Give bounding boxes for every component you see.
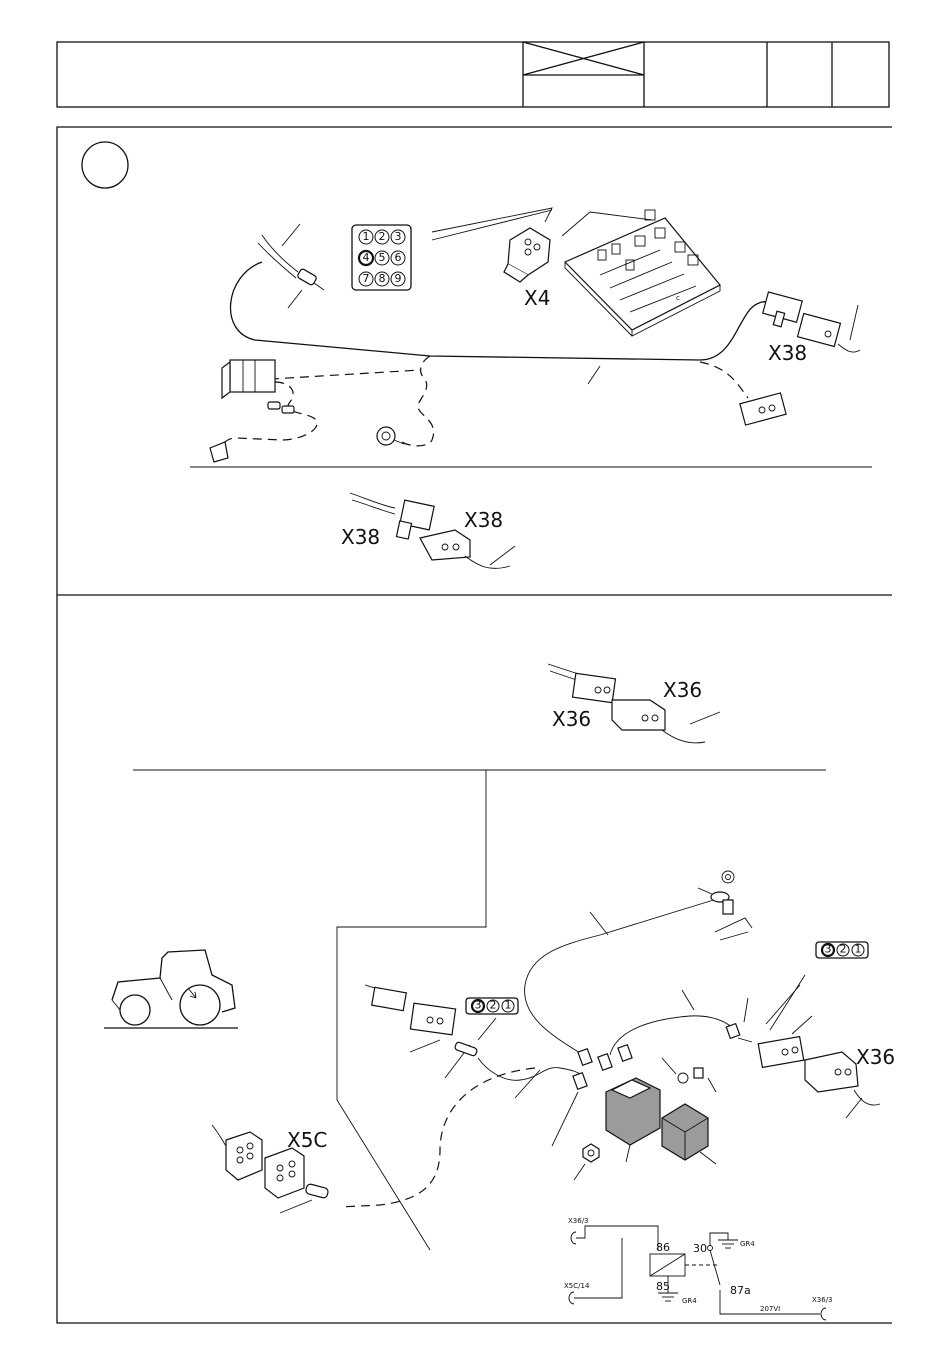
spade-terminal (210, 442, 228, 462)
fuse-holder (222, 360, 275, 398)
schem-wire-code: 207VI (760, 1305, 780, 1313)
schem-gr4-bottom: GR4 (682, 1297, 697, 1305)
pin-number: 6 (395, 251, 402, 264)
x38-detail-right-label: X38 (464, 508, 503, 532)
schem-x5c-14: X5C/14 (564, 1282, 590, 1290)
pin-number: 7 (363, 272, 370, 285)
x36-lower-connectors: X36 (726, 975, 895, 1118)
ring-terminal (377, 427, 404, 445)
schem-term-87a: 87a (730, 1284, 751, 1297)
pin-number: 9 (395, 272, 402, 285)
pin-number: 4 (363, 251, 370, 264)
relay-schematic: X36/3 X5C/14 86 85 GR4 30 GR4 87a 207VI … (564, 1217, 833, 1320)
x4-connector: X4 (432, 208, 552, 310)
svg-text:c: c (676, 294, 680, 302)
pin-number: 3 (395, 230, 402, 243)
x38-connector-pair: X38 (763, 292, 860, 365)
x38-detail-left-label: X38 (341, 525, 380, 549)
x36-detail: X36 X36 (548, 664, 720, 743)
pin-number: 3 (475, 999, 482, 1012)
x36-lower-label: X36 (856, 1045, 895, 1069)
pin-number: 3 (825, 943, 832, 956)
tractor-icon (104, 950, 238, 1028)
x5c-label: X5C (287, 1128, 327, 1152)
relay (662, 1104, 716, 1164)
pin-number: 2 (840, 943, 847, 956)
schem-term-30: 30 (693, 1242, 707, 1255)
pin-number: 1 (505, 999, 512, 1012)
hex-nut (574, 1144, 599, 1180)
x38-detail: X38 X38 (341, 493, 515, 568)
x36-detail-left-label: X36 (552, 707, 591, 731)
schem-term-86: 86 (656, 1241, 670, 1254)
title-block (57, 42, 889, 107)
fuse-board: c (562, 210, 720, 336)
x36-detail-right-label: X36 (663, 678, 702, 702)
schem-x36-3-bottom: X36/3 (812, 1296, 833, 1304)
schem-gr4-top: GR4 (740, 1240, 755, 1248)
pin-number: 1 (363, 230, 370, 243)
end-connector (740, 393, 786, 425)
pin-number: 8 (379, 272, 386, 285)
schem-x36-3-top: X36/3 (568, 1217, 589, 1225)
ground-stud (698, 871, 752, 940)
x5c-connector: X5C (212, 1125, 329, 1213)
terminal-pin (297, 268, 324, 290)
pin-number: 5 (379, 251, 386, 264)
lower-harness (340, 898, 735, 1207)
pin-number: 2 (379, 230, 386, 243)
relay-base (606, 1078, 660, 1162)
section-marker-circle (82, 142, 128, 188)
inline-fuse (268, 402, 280, 409)
pin-number: 2 (490, 999, 497, 1012)
x4-label: X4 (524, 286, 550, 310)
pin-number: 1 (855, 943, 862, 956)
x38-label: X38 (768, 341, 807, 365)
